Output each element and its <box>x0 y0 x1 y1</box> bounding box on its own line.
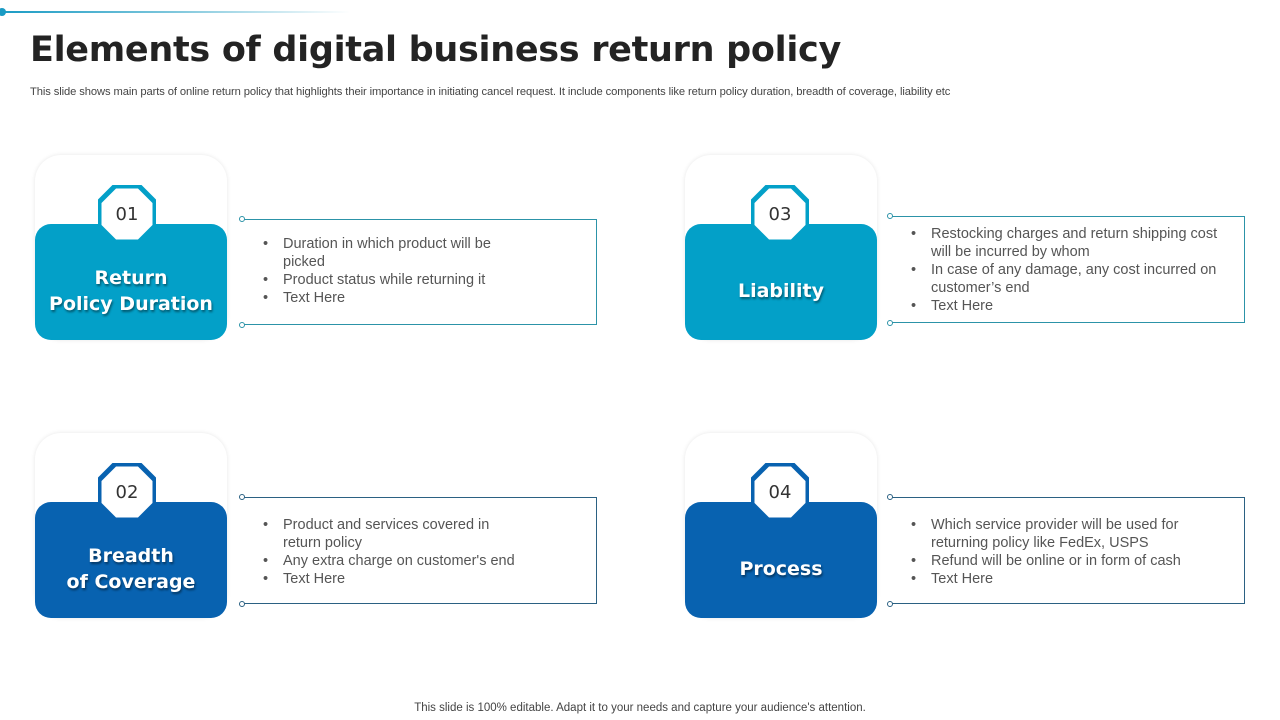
badge-number: 02 <box>115 481 139 503</box>
page-title: Elements of digital business return poli… <box>30 30 841 70</box>
bullet-list: Product and services covered in return p… <box>263 516 523 588</box>
element-card-process: Process 04 <box>685 433 877 618</box>
element-card-breadth-of-coverage: Breadth of Coverage 02 <box>35 433 227 618</box>
octagon-icon <box>751 185 809 243</box>
bullet-item: Any extra charge on customer's end <box>263 552 523 570</box>
page-subtitle: This slide shows main parts of online re… <box>30 86 951 98</box>
bullet-list: Restocking charges and return shipping c… <box>911 225 1221 315</box>
connector-dot-icon <box>887 320 893 326</box>
bullet-item: Text Here <box>263 570 523 588</box>
element-card-liability: Liability 03 <box>685 155 877 340</box>
connector-dot-icon <box>239 494 245 500</box>
element-label-box: Process <box>685 502 877 618</box>
bullet-item: Text Here <box>911 297 1221 315</box>
number-badge: 01 <box>98 185 156 243</box>
number-badge: 03 <box>751 185 809 243</box>
connector-dot-icon <box>887 213 893 219</box>
bullet-item: Product status while returning it <box>263 271 523 289</box>
bullet-item: Refund will be online or in form of cash <box>911 552 1211 570</box>
element-label: Liability <box>737 280 825 302</box>
element-description-box: Which service provider will be used for … <box>887 494 1245 607</box>
octagon-icon <box>751 463 809 521</box>
bullet-item: In case of any damage, any cost incurred… <box>911 261 1221 297</box>
decorative-top-dot <box>0 8 6 16</box>
element-description-box: Restocking charges and return shipping c… <box>887 213 1245 326</box>
decorative-top-line <box>0 11 350 13</box>
badge-number: 01 <box>115 203 139 225</box>
element-description-box: Duration in which product will be picked… <box>239 216 597 328</box>
bullet-list: Duration in which product will be picked… <box>263 235 523 307</box>
badge-number: 04 <box>768 481 792 503</box>
bullet-item: Duration in which product will be picked <box>263 235 523 271</box>
number-badge: 04 <box>751 463 809 521</box>
bullet-item: Restocking charges and return shipping c… <box>911 225 1221 261</box>
bullet-item: Which service provider will be used for … <box>911 516 1211 552</box>
bullet-item: Text Here <box>263 289 523 307</box>
connector-dot-icon <box>239 216 245 222</box>
bullet-item: Product and services covered in return p… <box>263 516 523 552</box>
element-description-box: Product and services covered in return p… <box>239 494 597 607</box>
bullet-list: Which service provider will be used for … <box>911 516 1211 588</box>
connector-dot-icon <box>239 601 245 607</box>
octagon-icon <box>98 185 156 243</box>
connector-dot-icon <box>887 601 893 607</box>
connector-dot-icon <box>887 494 893 500</box>
element-label: Return Policy Duration <box>49 267 213 315</box>
element-card-return-policy-duration: Return Policy Duration 01 <box>35 155 227 340</box>
connector-dot-icon <box>239 322 245 328</box>
element-label-box: Return Policy Duration <box>35 224 227 340</box>
element-label: Process <box>739 558 823 580</box>
number-badge: 02 <box>98 463 156 521</box>
badge-number: 03 <box>768 203 792 225</box>
element-label-box: Breadth of Coverage <box>35 502 227 618</box>
bullet-item: Text Here <box>911 570 1211 588</box>
footer-note: This slide is 100% editable. Adapt it to… <box>414 702 866 714</box>
element-label-box: Liability <box>685 224 877 340</box>
octagon-icon <box>98 463 156 521</box>
element-label: Breadth of Coverage <box>66 545 196 593</box>
